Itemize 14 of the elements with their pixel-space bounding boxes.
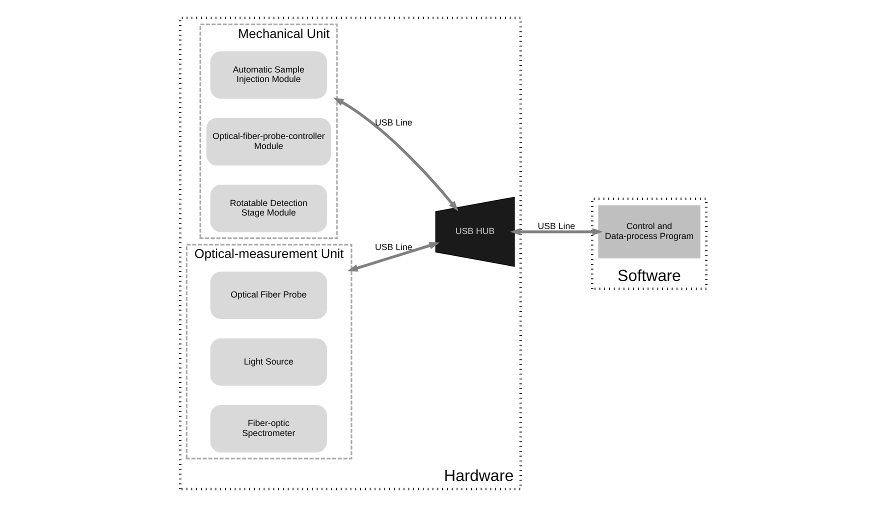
node-box: USB HUB xyxy=(434,196,514,267)
node-box: Automatic Sample Injection Module xyxy=(210,51,326,99)
arrow xyxy=(510,228,602,236)
edge-label: USB Line xyxy=(537,221,575,232)
edge-label: USB Line xyxy=(374,118,412,128)
arrow xyxy=(346,242,440,272)
arrow xyxy=(332,97,458,212)
node-box: Optical Fiber Probe xyxy=(210,272,326,320)
node-box: Optical-fiber-probe-controller Module xyxy=(206,118,330,166)
node-box: Light Source xyxy=(210,338,326,386)
node-box: Fiber-optic Spectrometer xyxy=(210,405,326,452)
node-box: Rotatable Detection Stage Module xyxy=(210,184,326,232)
node-box: Control and Data-process Program xyxy=(598,205,700,258)
edge-label: USB Line xyxy=(374,242,412,252)
